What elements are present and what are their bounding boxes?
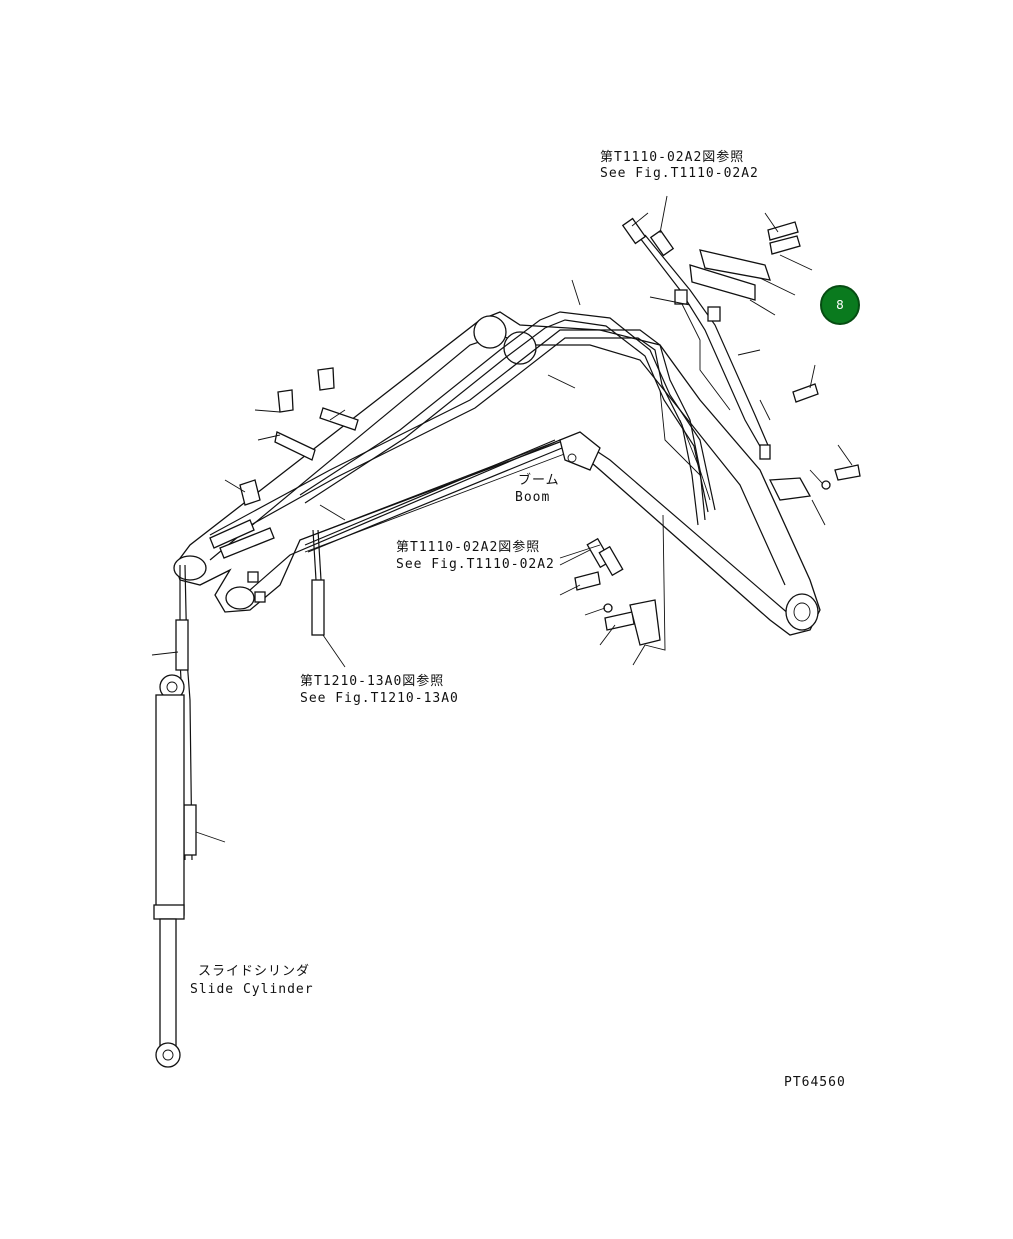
slide-cylinder-label-jp: スライドシリンダ bbox=[198, 964, 311, 979]
boom-label-en: Boom bbox=[515, 490, 551, 505]
ref-top-jp: 第T1110-02A2図参照 bbox=[600, 150, 745, 165]
drawing-id: PT64560 bbox=[784, 1075, 846, 1090]
ref-bottom-jp: 第T1210-13A0図参照 bbox=[300, 674, 445, 689]
ref-middle-jp: 第T1110-02A2図参照 bbox=[396, 540, 541, 555]
slide-cylinder-label-en: Slide Cylinder bbox=[190, 982, 314, 997]
callout-number-badge[interactable]: 8 bbox=[820, 285, 860, 325]
slide-cylinder bbox=[153, 674, 185, 1068]
leader-lines bbox=[151, 195, 853, 843]
ref-bottom-en: See Fig.T1210-13A0 bbox=[300, 691, 459, 706]
ref-top-en: See Fig.T1110-02A2 bbox=[600, 166, 759, 181]
callout-number: 8 bbox=[836, 298, 844, 312]
hydraulic-pipes bbox=[209, 217, 861, 646]
ref-middle-en: See Fig.T1110-02A2 bbox=[396, 557, 555, 572]
boom-body bbox=[173, 311, 821, 636]
boom-label-jp: ブーム bbox=[518, 473, 560, 488]
